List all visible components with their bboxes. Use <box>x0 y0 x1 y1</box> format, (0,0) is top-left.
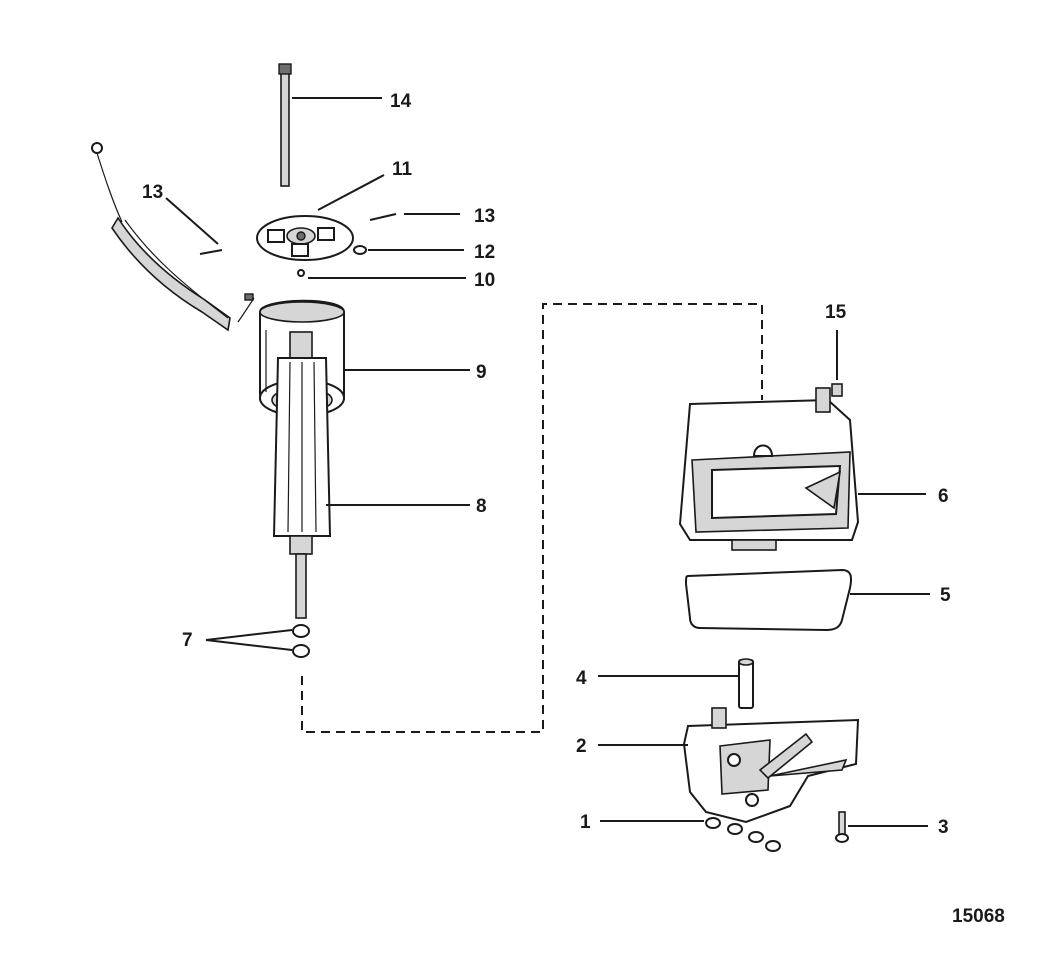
brush-screw-left <box>199 249 223 255</box>
pump-washers <box>705 817 781 852</box>
callout-9: 9 <box>476 362 487 383</box>
armature <box>272 331 332 619</box>
callout-7: 7 <box>182 630 193 651</box>
through-bolt <box>278 63 292 187</box>
thrust-washers <box>292 624 310 658</box>
reservoir-vent-plug <box>831 383 843 397</box>
callout-14: 14 <box>390 91 412 112</box>
brush-plate <box>256 215 354 261</box>
callout-8: 8 <box>476 496 487 517</box>
pump-body <box>682 707 860 824</box>
callout-12: 12 <box>474 242 495 263</box>
callout-4: 4 <box>576 668 587 689</box>
assembly-path-line <box>301 303 763 733</box>
callout-1: 1 <box>580 812 591 833</box>
gasket <box>684 568 852 632</box>
leader-7a <box>205 629 293 641</box>
callout-10: 10 <box>474 270 495 291</box>
callout-11: 11 <box>392 159 413 180</box>
callout-15: 15 <box>825 302 847 323</box>
callout-3: 3 <box>938 817 949 838</box>
callout-5: 5 <box>940 585 951 606</box>
leader-11 <box>317 174 385 211</box>
callout-13-right: 13 <box>474 206 495 227</box>
reservoir <box>678 387 860 551</box>
leader-13-left <box>165 197 219 245</box>
terminal-clip <box>353 245 367 255</box>
leader-7b <box>205 639 293 651</box>
callout-2: 2 <box>576 736 587 757</box>
pump-filter <box>738 658 754 709</box>
small-washer <box>297 269 305 277</box>
pump-screw <box>835 811 849 843</box>
callout-6: 6 <box>938 486 949 507</box>
brush-screw-right <box>369 213 397 221</box>
wire-harness <box>91 142 255 332</box>
figure-number: 15068 <box>952 906 1005 927</box>
callout-13-left: 13 <box>142 182 163 203</box>
